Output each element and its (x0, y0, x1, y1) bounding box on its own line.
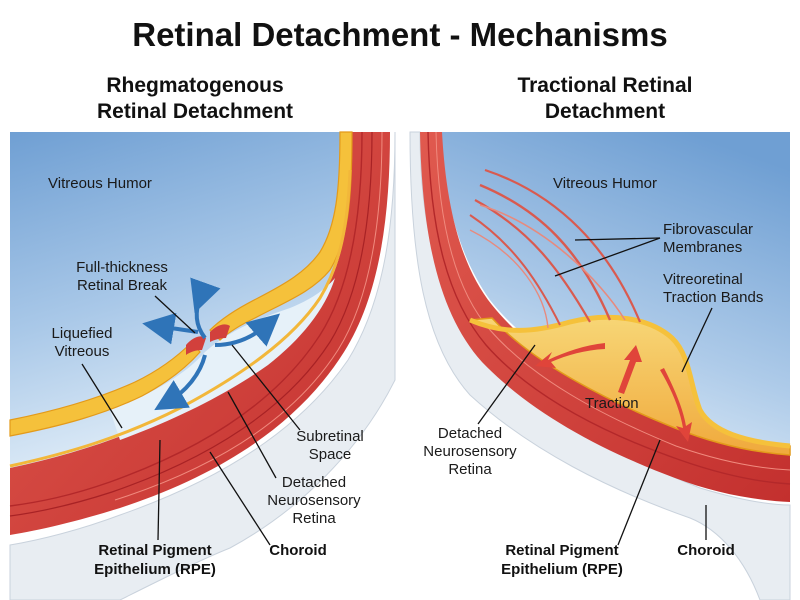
left-labels: Vitreous Humor Full-thickness Retinal Br… (48, 175, 364, 578)
left-label-liquefied-line1: Liquefied (52, 325, 113, 342)
left-label-detached-line2: Neurosensory (267, 492, 361, 509)
left-sclera (9, 131, 396, 600)
right-label-traction: Traction (585, 395, 639, 412)
left-label-detached-line1: Detached (282, 474, 346, 491)
left-leader-break (154, 295, 196, 334)
left-leader-rpe (157, 439, 161, 541)
right-labels: Vitreous Humor Fibrovascular Membranes V… (423, 175, 763, 578)
right-leader-fibro-a (574, 237, 661, 241)
right-leader-vtb (681, 307, 713, 373)
left-leader-choroid (209, 451, 271, 546)
left-label-subretinal-line2: Space (309, 446, 352, 463)
right-label-vtb-line2: Traction Bands (663, 289, 763, 306)
left-flow-arrow-down (154, 354, 207, 411)
right-label-rpe-line1: Retinal Pigment (505, 542, 618, 559)
left-label-break-line2: Retinal Break (77, 277, 168, 294)
left-retinal-break (186, 336, 206, 355)
right-choroid (420, 132, 790, 502)
traction-arrow-left (535, 343, 605, 368)
right-label-detached-line1: Detached (438, 425, 502, 442)
left-label-rpe-line2: Epithelium (RPE) (94, 561, 216, 578)
left-panel-title-line1: Rhegmatogenous (106, 74, 283, 97)
right-traction-arrows (535, 343, 692, 442)
left-retina-lower (9, 341, 201, 437)
left-label-choroid: Choroid (269, 542, 327, 559)
left-flow-arrows (142, 277, 281, 411)
left-label-break-line1: Full-thickness (76, 259, 168, 276)
left-leader-detached (227, 391, 277, 479)
left-flow-arrow-top (190, 277, 221, 340)
right-leader-detached (477, 344, 536, 425)
traction-arrow-up (618, 345, 642, 394)
right-label-fibro-line2: Membranes (663, 239, 742, 256)
right-label-detached-line2: Neurosensory (423, 443, 517, 460)
right-traction-bands (469, 168, 642, 329)
right-panel-title-line1: Tractional Retinal (517, 74, 692, 97)
left-label-detached-line3: Retina (292, 510, 336, 527)
right-label-choroid: Choroid (677, 542, 735, 559)
right-label-detached-line3: Retina (448, 461, 492, 478)
traction-arrow-down (660, 368, 692, 442)
right-panel-title-line2: Detachment (545, 100, 665, 123)
right-label-vtb-line1: Vitreoretinal (663, 271, 743, 288)
left-label-rpe-line1: Retinal Pigment (98, 542, 211, 559)
left-label-subretinal-line1: Subretinal (296, 428, 364, 445)
right-leader-fibro-b (554, 237, 661, 277)
left-label-liquefied-line2: Vitreous (55, 343, 110, 360)
right-label-fibro-line1: Fibrovascular (663, 221, 753, 238)
left-leader-liquefied (81, 363, 123, 429)
right-label-rpe-line2: Epithelium (RPE) (501, 561, 623, 578)
left-label-vitreous-humor: Vitreous Humor (48, 175, 152, 192)
right-leader-rpe (617, 439, 661, 546)
right-eye-illustration (409, 131, 791, 600)
left-flow-arrow-right (214, 313, 281, 347)
left-panel-title-line2: Retinal Detachment (97, 100, 293, 123)
right-label-vitreous-humor: Vitreous Humor (553, 175, 657, 192)
left-leader-subretinal (231, 344, 301, 431)
left-flow-arrow-left (142, 312, 199, 345)
main-title: Retinal Detachment - Mechanisms (132, 16, 667, 53)
